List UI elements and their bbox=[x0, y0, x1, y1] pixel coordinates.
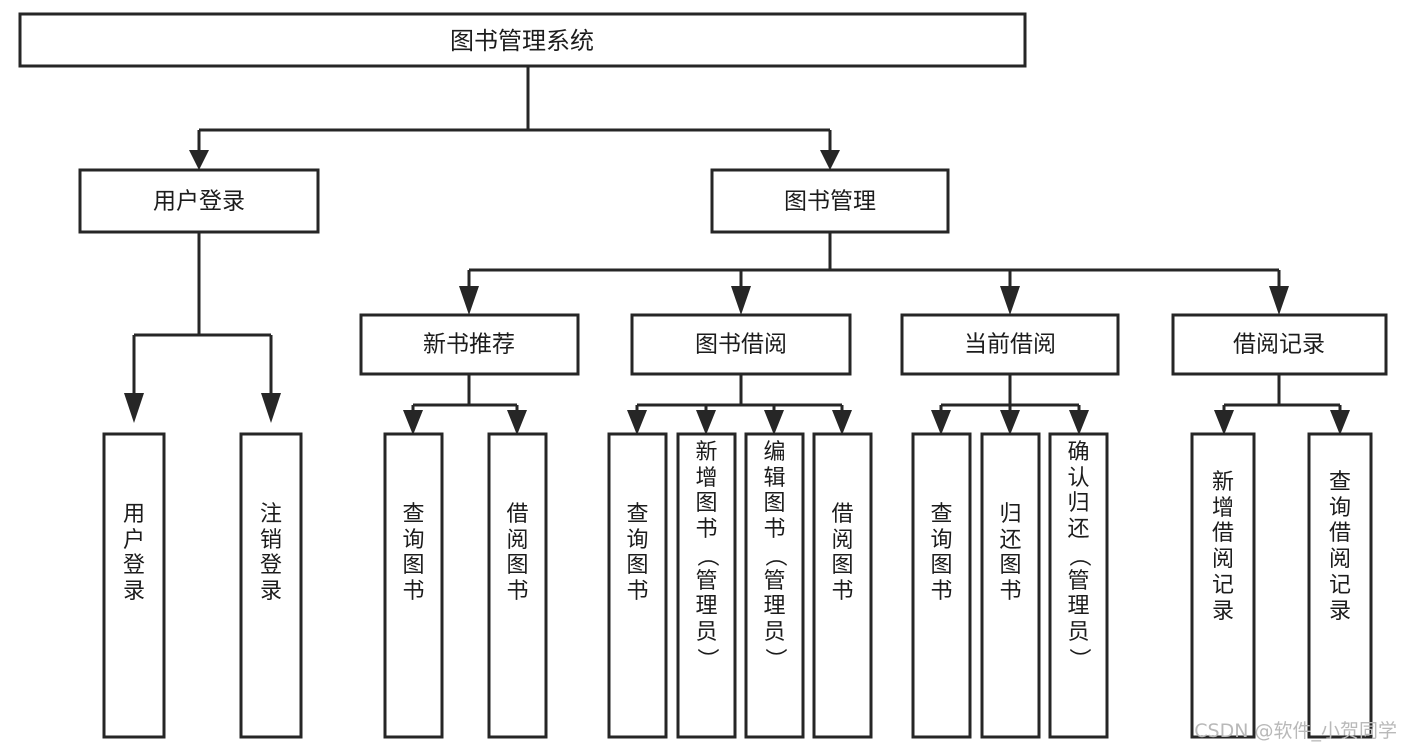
arrowhead-to-leaf-borrow-book-2 bbox=[832, 410, 852, 435]
node-leaf-borrow-book-1-box[interactable] bbox=[487, 432, 548, 739]
arrowhead-to-borrow-record bbox=[1269, 286, 1289, 315]
node-leaf-borrow-book-2-box[interactable] bbox=[812, 432, 873, 739]
node-current-borrow[interactable]: 当前借阅 bbox=[900, 313, 1120, 376]
node-leaf-query-book-3-box[interactable] bbox=[911, 432, 972, 739]
arrowhead-to-leaf-return-book bbox=[1000, 410, 1020, 435]
arrowhead-to-user-login bbox=[189, 150, 209, 170]
node-leaf-confirm-return-box[interactable] bbox=[1048, 432, 1109, 739]
arrowhead-to-leaf-confirm-return bbox=[1069, 410, 1089, 435]
node-book-borrow-label: 图书借阅 bbox=[695, 332, 787, 358]
connector-user-login-to-leaves bbox=[132, 232, 273, 395]
node-book-manage-box[interactable] bbox=[710, 168, 950, 234]
node-new-book-recommend-box[interactable] bbox=[359, 313, 580, 376]
arrowhead-to-leaf-borrow-book-1 bbox=[507, 410, 527, 435]
node-book-manage-label: 图书管理 bbox=[784, 189, 876, 215]
node-borrow-record[interactable]: 借阅记录 bbox=[1171, 313, 1388, 376]
connector-book-manage-to-level3 bbox=[467, 232, 1281, 288]
connector-root-to-level2 bbox=[197, 66, 832, 152]
node-leaf-query-book-2-box[interactable] bbox=[607, 432, 668, 739]
node-leaf-add-book-box[interactable] bbox=[676, 432, 737, 739]
arrowhead-to-leaf-user-login bbox=[124, 393, 144, 423]
node-book-manage[interactable]: 图书管理 bbox=[710, 168, 950, 234]
node-borrow-record-box[interactable] bbox=[1171, 313, 1388, 376]
node-user-login-label: 用户登录 bbox=[153, 189, 245, 215]
connector-borrow-record-to-leaves bbox=[1222, 374, 1342, 412]
node-root-label: 图书管理系统 bbox=[450, 27, 594, 55]
node-current-borrow-label: 当前借阅 bbox=[964, 332, 1056, 358]
node-borrow-record-label: 借阅记录 bbox=[1233, 332, 1325, 358]
arrowhead-to-leaf-query-record bbox=[1330, 410, 1350, 435]
node-user-login-box[interactable] bbox=[78, 168, 320, 234]
arrowhead-to-leaf-add-book bbox=[696, 410, 716, 435]
node-leaf-user-logout-box[interactable] bbox=[239, 432, 303, 739]
node-book-borrow[interactable]: 图书借阅 bbox=[630, 313, 852, 376]
arrowhead-to-current-borrow bbox=[1000, 286, 1020, 315]
arrowhead-to-book-manage bbox=[820, 150, 840, 170]
node-leaf-return-book-box[interactable] bbox=[980, 432, 1041, 739]
arrowhead-to-leaf-query-book-1 bbox=[403, 410, 423, 435]
node-leaf-edit-book-box[interactable] bbox=[744, 432, 805, 739]
node-leaf-query-record-box[interactable] bbox=[1307, 432, 1373, 739]
node-root-box[interactable] bbox=[18, 12, 1027, 68]
node-user-login[interactable]: 用户登录 bbox=[78, 168, 320, 234]
arrowhead-to-new-book-recommend bbox=[459, 286, 479, 315]
arrowhead-to-book-borrow bbox=[731, 286, 751, 315]
arrowhead-to-leaf-query-book-2 bbox=[627, 410, 647, 435]
connector-current-borrow-to-leaves bbox=[939, 374, 1081, 412]
node-leaf-user-login-box[interactable] bbox=[102, 432, 166, 739]
node-root[interactable]: 图书管理系统 bbox=[18, 12, 1027, 68]
arrowhead-to-leaf-query-book-3 bbox=[931, 410, 951, 435]
connector-book-borrow-to-leaves bbox=[635, 374, 844, 412]
arrowhead-to-leaf-add-record bbox=[1214, 410, 1234, 435]
node-leaf-add-record-box[interactable] bbox=[1190, 432, 1256, 739]
node-new-book-recommend-label: 新书推荐 bbox=[423, 332, 515, 358]
arrowhead-to-leaf-edit-book bbox=[764, 410, 784, 435]
connector-layer bbox=[124, 66, 1350, 435]
arrowhead-to-leaf-user-logout bbox=[261, 393, 281, 423]
connector-new-book-recommend-to-leaves bbox=[411, 374, 519, 412]
node-book-borrow-box[interactable] bbox=[630, 313, 852, 376]
node-leaf-query-book-1-box[interactable] bbox=[383, 432, 444, 739]
node-new-book-recommend[interactable]: 新书推荐 bbox=[359, 313, 580, 376]
node-current-borrow-box[interactable] bbox=[900, 313, 1120, 376]
